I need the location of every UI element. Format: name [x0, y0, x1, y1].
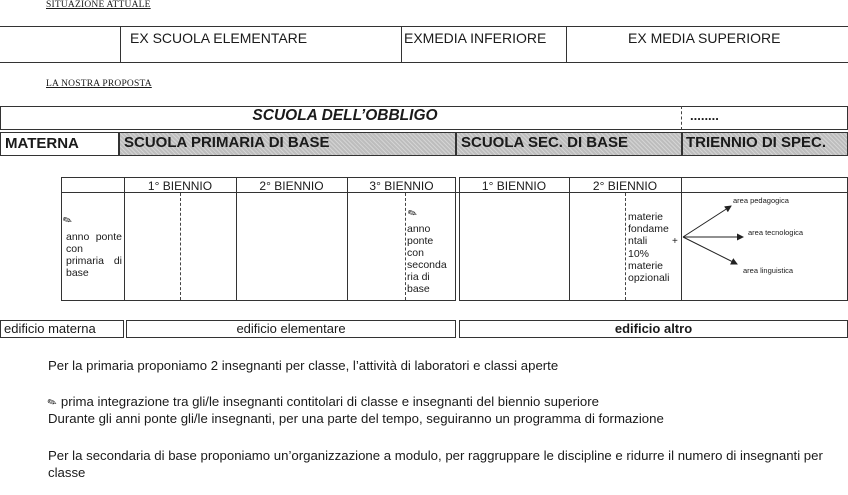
edificio-materna: edificio materna: [4, 321, 96, 336]
situazione-top-border: [0, 26, 848, 27]
paragraph-integrazione-text: prima integrazione tra gli/le insegnanti…: [60, 394, 599, 409]
dashed-divider: [180, 193, 181, 300]
materna-label: MATERNA: [5, 135, 79, 152]
paragraph-primaria: Per la primaria proponiamo 2 insegnanti …: [48, 358, 559, 373]
table-divider: [681, 177, 682, 301]
anno-ponte-secondaria: anno ponte con seconda ria di base: [407, 223, 447, 295]
paragraph-anni-ponte: Durante gli anni ponte gli/le insegnanti…: [48, 411, 664, 426]
triennio-label: TRIENNIO DI SPEC.: [686, 134, 827, 151]
area-linguistica: area linguistica: [743, 266, 794, 275]
edificio-elementare: edificio elementare: [236, 321, 346, 336]
secondaria-biennio-2: 2° BIENNIO: [592, 179, 658, 193]
obbligo-dots: ........: [690, 108, 719, 123]
scuola-obbligo-title: SCUOLA DELL’OBBLIGO: [252, 107, 438, 124]
bienni-header-line: [61, 192, 848, 193]
triennio-cell: [682, 132, 848, 156]
plus-sign: +: [672, 236, 678, 247]
area-tecnologica: area tecnologica: [748, 228, 804, 237]
primaria-cell: [119, 132, 456, 156]
col-ex-media-superiore: EX MEDIA SUPERIORE: [628, 30, 781, 46]
col-ex-elementare: EX SCUOLA ELEMENTARE: [130, 30, 308, 46]
situazione-divider: [401, 26, 402, 62]
percent-label: 10%: [628, 248, 650, 260]
secondaria-cell: [456, 132, 682, 156]
materna-cell: [0, 132, 119, 156]
edificio-elementare-cell: [126, 320, 456, 338]
dashed-divider: [625, 193, 626, 300]
secondaria-biennio-1: 1° BIENNIO: [481, 179, 547, 193]
obbligo-dashed-divider: [681, 106, 682, 130]
table-divider: [124, 177, 125, 301]
primaria-biennio-1: 1° BIENNIO: [147, 179, 213, 193]
area-pedagogica: area pedagogica: [733, 196, 789, 205]
table-divider: [347, 177, 348, 301]
bienni-primaria-table: [61, 177, 456, 301]
paragraph-integrazione: ✎ prima integrazione tra gli/le insegnan…: [46, 393, 843, 412]
secondaria-label: SCUOLA SEC. DI BASE: [461, 134, 628, 151]
dashed-divider: [405, 193, 406, 300]
situazione-header: SITUAZIONE ATTUALE: [46, 0, 151, 10]
paragraph-secondaria: Per la secondaria di base proponiamo un’…: [48, 448, 823, 480]
primaria-label: SCUOLA PRIMARIA DI BASE: [124, 134, 330, 151]
situazione-divider: [566, 26, 567, 62]
arrow-right-icon: [682, 205, 744, 265]
materie-fondamentali: materie fondame ntali: [628, 211, 669, 247]
situazione-bottom-border: [0, 62, 848, 63]
col-ex-media-inferiore: EXMEDIA INFERIORE: [404, 30, 547, 46]
anno-ponte-primaria: anno ponte con primaria di base: [66, 231, 122, 279]
proposta-header: LA NOSTRA PROPOSTA: [46, 79, 152, 89]
primaria-biennio-2: 2° BIENNIO: [259, 179, 324, 193]
materie-opzionali: materie opzionali: [628, 260, 670, 284]
table-divider: [236, 177, 237, 301]
primaria-biennio-3: 3° BIENNIO: [369, 179, 434, 193]
edificio-materna-cell: [0, 320, 124, 338]
situazione-divider: [120, 26, 121, 62]
table-divider: [569, 177, 570, 301]
edificio-altro: edificio altro: [614, 321, 693, 336]
